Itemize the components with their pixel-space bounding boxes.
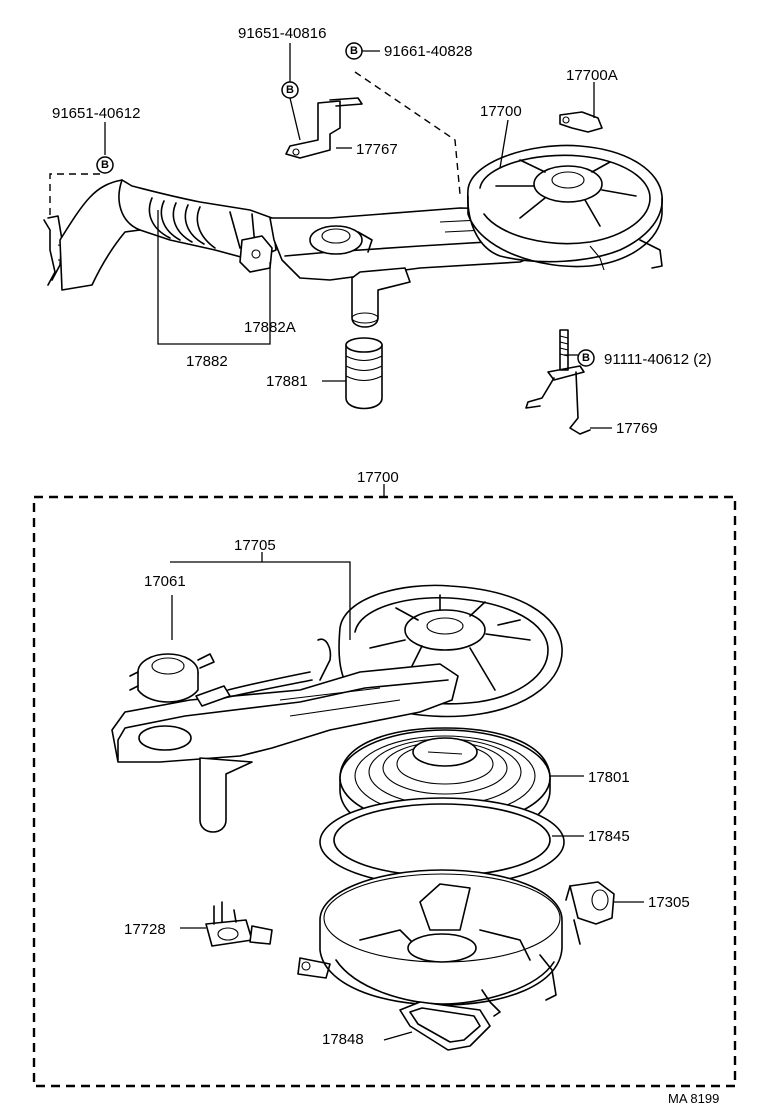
air-cleaner-lower-housing bbox=[297, 869, 563, 1017]
label-17882: 17882 bbox=[186, 353, 228, 370]
vacuum-hose-connector bbox=[195, 638, 332, 707]
label-17801: 17801 bbox=[588, 769, 630, 786]
label-17705: 17705 bbox=[234, 537, 276, 554]
assembly-frame-17700 bbox=[32, 495, 737, 1088]
vacuum-motor-17061 bbox=[129, 653, 215, 703]
label-91651-40612: 91651-40612 bbox=[52, 105, 140, 122]
svg-text:B: B bbox=[101, 159, 109, 171]
label-91651-40816: 91651-40816 bbox=[238, 25, 326, 42]
hose-17881 bbox=[345, 337, 383, 410]
label-17700-assembly: 17700 bbox=[357, 469, 399, 486]
bracket-17767 bbox=[285, 97, 363, 159]
label-17700-top: 17700 bbox=[480, 103, 522, 120]
label-17882A: 17882A bbox=[244, 319, 296, 336]
svg-text:B: B bbox=[286, 84, 294, 96]
badge-b-icon-2: B bbox=[345, 42, 363, 60]
label-17848: 17848 bbox=[322, 1031, 364, 1048]
label-17881: 17881 bbox=[266, 373, 308, 390]
sensor-17305 bbox=[565, 881, 615, 945]
clip-17700A bbox=[559, 111, 603, 133]
air-cleaner-housing-17700-top bbox=[467, 144, 663, 271]
drawing-code: MA 8199 bbox=[668, 1091, 719, 1106]
leader-lines-upper bbox=[104, 43, 612, 429]
intake-hose-17882 bbox=[59, 179, 277, 291]
badge-b-icon-3: B bbox=[96, 156, 114, 174]
badge-b-icon-4: B bbox=[577, 349, 595, 367]
hose-clamp-17882A bbox=[239, 235, 273, 273]
svg-text:B: B bbox=[350, 45, 358, 57]
gasket-17848 bbox=[399, 1001, 491, 1051]
reference-dashes-upper bbox=[49, 71, 461, 218]
leader-lines-lower bbox=[170, 552, 644, 1041]
valve-17728 bbox=[205, 901, 273, 947]
label-17700A: 17700A bbox=[566, 67, 618, 84]
label-91661-40828: 91661-40828 bbox=[384, 43, 472, 60]
stud-bracket-17769 bbox=[525, 329, 591, 435]
snorkel-downtube bbox=[351, 267, 411, 328]
svg-text:B: B bbox=[582, 352, 590, 364]
label-17061: 17061 bbox=[144, 573, 186, 590]
label-17767: 17767 bbox=[356, 141, 398, 158]
label-17305: 17305 bbox=[648, 894, 690, 911]
label-17769: 17769 bbox=[616, 420, 658, 437]
label-17845: 17845 bbox=[588, 828, 630, 845]
label-17728: 17728 bbox=[124, 921, 166, 938]
cover-inlet-duct bbox=[111, 663, 459, 833]
label-91111-40612: 91111-40612 (2) bbox=[604, 351, 712, 368]
badge-b-icon-1: B bbox=[281, 81, 299, 99]
gasket-17845 bbox=[319, 797, 565, 887]
